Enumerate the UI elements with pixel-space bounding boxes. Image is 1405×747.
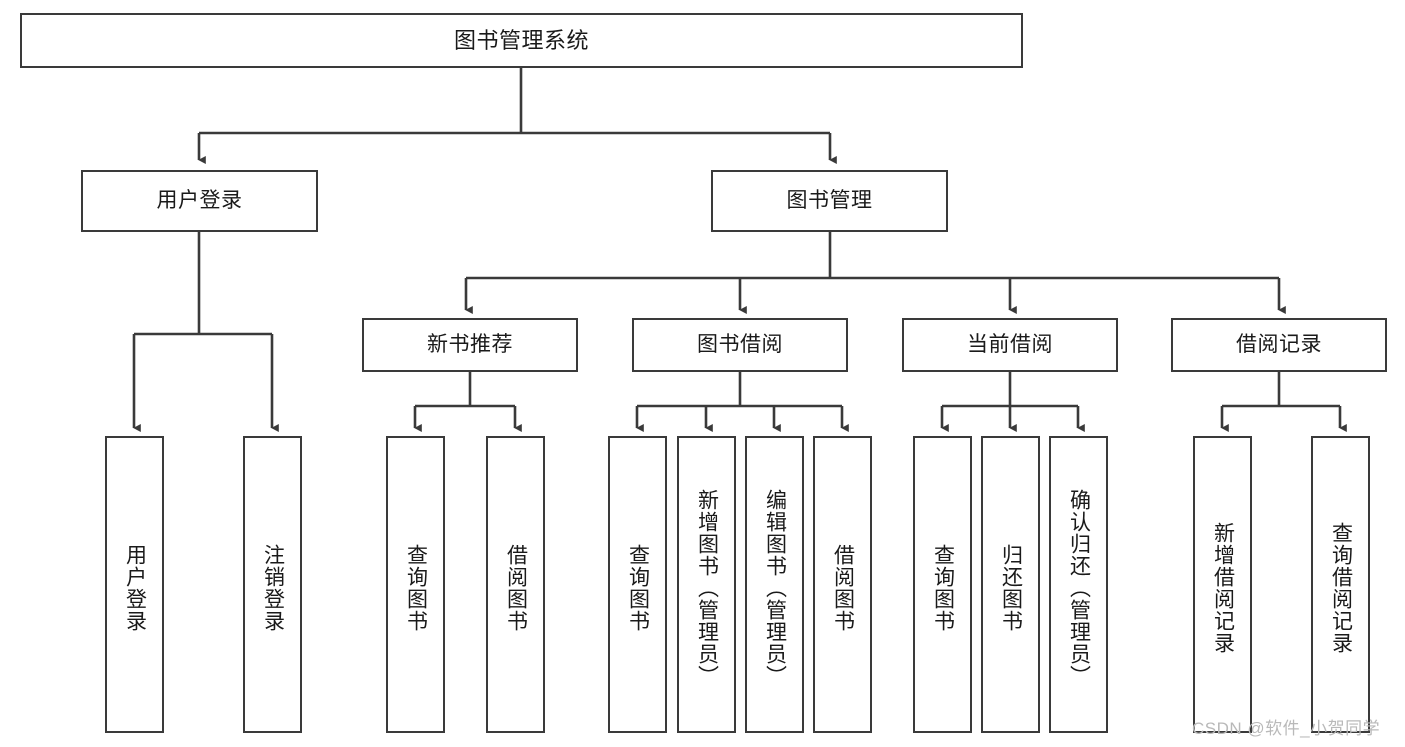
leaf-current-return-book[interactable]: 归还图书 (981, 436, 1040, 733)
node-label: 借阅记录 (1236, 332, 1322, 356)
node-new-book-recommend[interactable]: 新书推荐 (362, 318, 578, 372)
leaf-recommend-borrow-book[interactable]: 借阅图书 (486, 436, 545, 733)
leaf-user-login[interactable]: 用户登录 (105, 436, 164, 733)
leaf-borrow-edit-book[interactable]: 编辑图书（管理员） (745, 436, 804, 733)
node-label: 注销登录 (261, 543, 285, 632)
node-label: 新增图书（管理员） (695, 488, 719, 687)
node-label: 图书借阅 (697, 332, 783, 356)
leaf-current-query-book[interactable]: 查询图书 (913, 436, 972, 733)
leaf-logout[interactable]: 注销登录 (243, 436, 302, 733)
node-current-borrow[interactable]: 当前借阅 (902, 318, 1118, 372)
node-root-system[interactable]: 图书管理系统 (20, 13, 1023, 68)
leaf-recommend-query-book[interactable]: 查询图书 (386, 436, 445, 733)
leaf-borrow-add-book[interactable]: 新增图书（管理员） (677, 436, 736, 733)
node-book-borrow[interactable]: 图书借阅 (632, 318, 848, 372)
node-label: 新书推荐 (427, 332, 513, 356)
node-label: 借阅图书 (831, 543, 855, 632)
node-label: 查询图书 (404, 543, 428, 632)
node-user-login[interactable]: 用户登录 (81, 170, 318, 232)
node-borrow-record[interactable]: 借阅记录 (1171, 318, 1387, 372)
node-book-management[interactable]: 图书管理 (711, 170, 948, 232)
node-label: 查询借阅记录 (1329, 521, 1353, 654)
node-label: 用户登录 (123, 543, 147, 632)
leaf-current-confirm-return[interactable]: 确认归还（管理员） (1049, 436, 1108, 733)
node-label: 确认归还（管理员） (1067, 488, 1091, 687)
leaf-record-add[interactable]: 新增借阅记录 (1193, 436, 1252, 733)
node-label: 新增借阅记录 (1211, 521, 1235, 654)
node-label: 查询图书 (931, 543, 955, 632)
node-label: 编辑图书（管理员） (763, 488, 787, 687)
node-label: 借阅图书 (504, 543, 528, 632)
node-label: 图书管理系统 (453, 27, 589, 53)
node-label: 查询图书 (626, 543, 650, 632)
csdn-watermark: CSDN @软件_小贺同学 (1192, 719, 1381, 738)
node-label: 用户登录 (156, 188, 243, 212)
node-label: 当前借阅 (967, 332, 1053, 356)
node-label: 归还图书 (999, 543, 1023, 632)
leaf-record-query[interactable]: 查询借阅记录 (1311, 436, 1370, 733)
leaf-borrow-query-book[interactable]: 查询图书 (608, 436, 667, 733)
node-label: 图书管理 (786, 188, 873, 212)
leaf-borrow-borrow-book[interactable]: 借阅图书 (813, 436, 872, 733)
